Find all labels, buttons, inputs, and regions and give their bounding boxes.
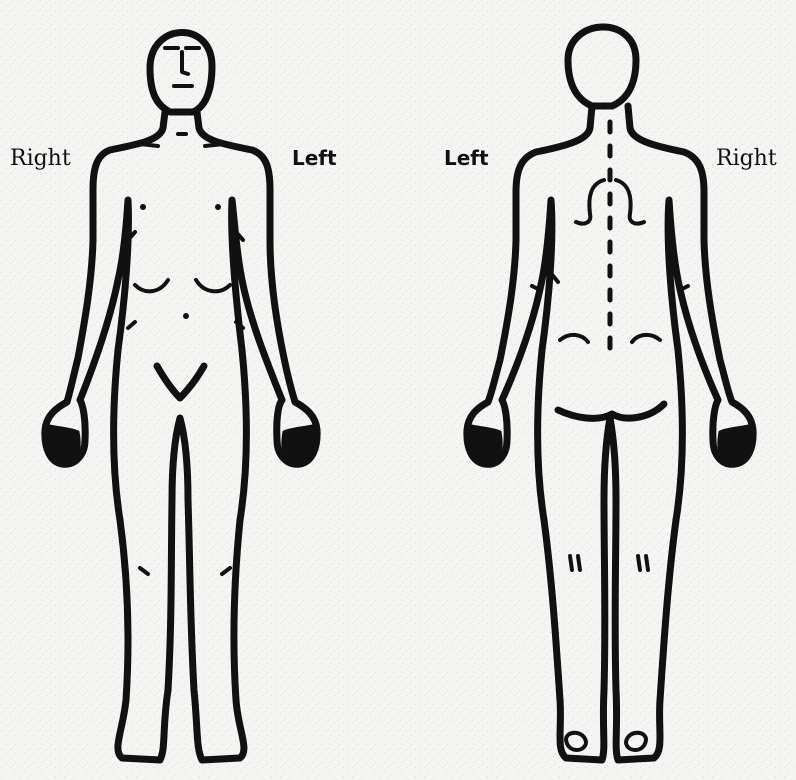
back-left-label: Left: [444, 146, 489, 170]
back-right-label: Right: [716, 146, 777, 171]
front-left-label: Left: [292, 146, 337, 170]
front-right-label: Right: [10, 146, 71, 171]
